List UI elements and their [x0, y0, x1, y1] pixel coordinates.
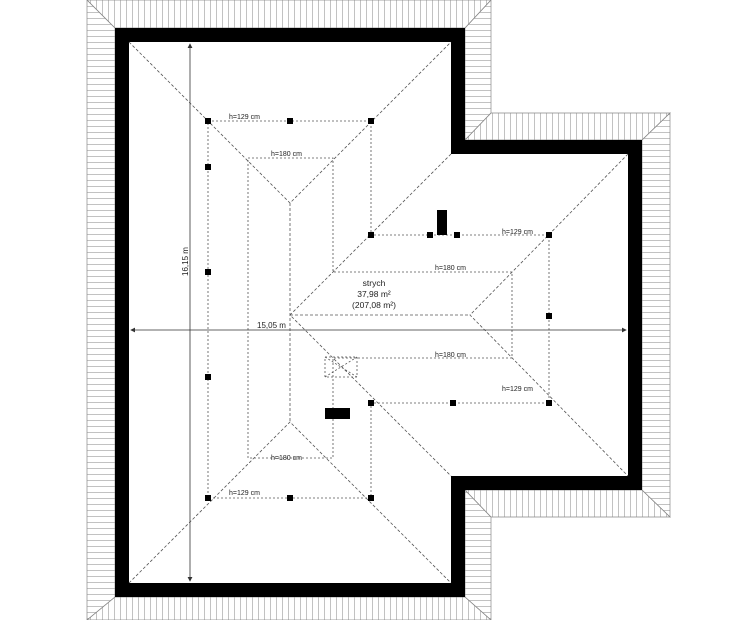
height-label: h=180 cm: [271, 151, 302, 158]
room-area-total: (207,08 m²): [352, 300, 396, 310]
height-contour-129: [207, 120, 550, 499]
height-label: h=180 cm: [435, 352, 466, 359]
roof-hip-lines: [128, 41, 629, 584]
height-label: h=129 cm: [502, 229, 533, 236]
height-labels: h=129 cm h=180 cm h=129 cm h=180 cm h=18…: [229, 114, 533, 497]
chimney: [437, 210, 447, 235]
stair-opening: [324, 356, 358, 378]
height-contour-180: [247, 157, 513, 459]
column-markers: [205, 118, 552, 501]
height-label: h=129 cm: [502, 386, 533, 393]
room-area: 37,98 m²: [357, 289, 391, 299]
dimension-horizontal-label: 15,05 m: [257, 321, 286, 330]
height-label: h=129 cm: [229, 490, 260, 497]
roof-eaves: [86, 0, 671, 620]
dimension-lines: [130, 43, 627, 582]
height-label: h=180 cm: [435, 265, 466, 272]
dimension-vertical-label: 16,15 m: [181, 247, 190, 276]
room-label: strych 37,98 m² (207,08 m²): [352, 278, 396, 310]
ventilation-duct: [325, 408, 350, 419]
height-label: h=180 cm: [271, 455, 302, 462]
room-name: strych: [363, 278, 386, 288]
height-label: h=129 cm: [229, 114, 260, 121]
